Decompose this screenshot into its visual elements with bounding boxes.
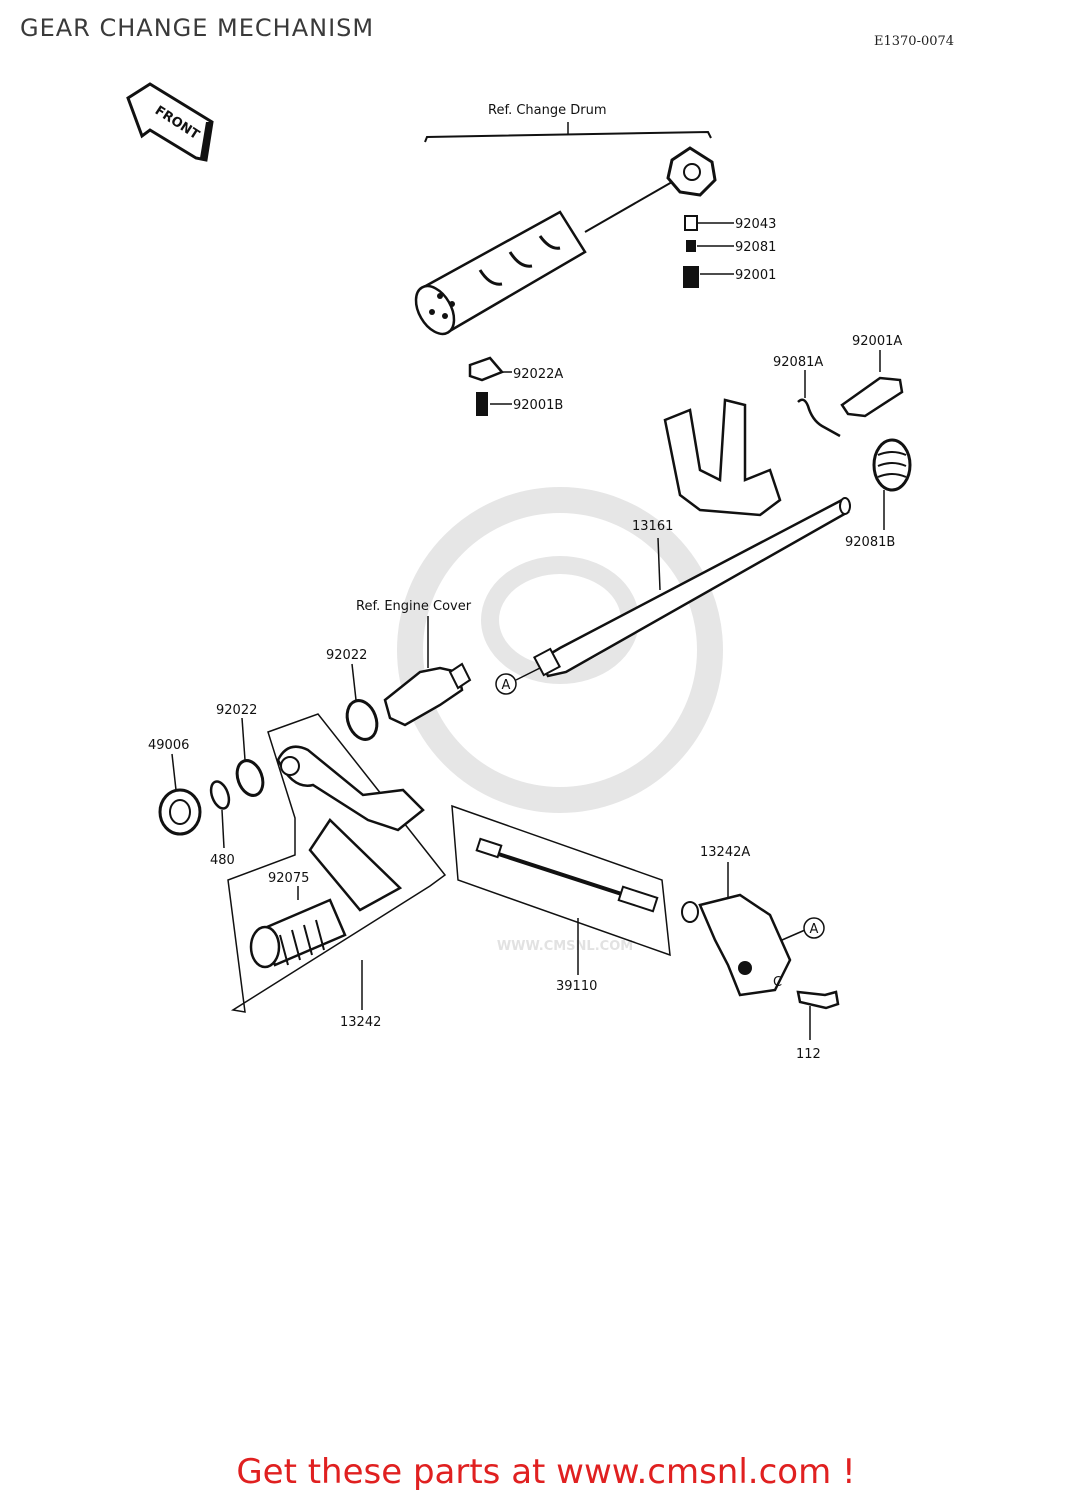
part-92081: 92081: [735, 240, 776, 255]
page-title: GEAR CHANGE MECHANISM: [20, 14, 375, 42]
shift-pedal-group: 92075 13242 92022 49006 480: [148, 703, 447, 1030]
change-drum: [414, 146, 717, 336]
callout-a-right: A: [810, 922, 819, 937]
part-92001B: 92001B: [513, 398, 563, 413]
part-92001A: 92001A: [852, 334, 902, 349]
exploded-parts-diagram: WWW.CMSNL.COM FRONT Ref. Change Drum: [126, 82, 912, 1062]
part-13161: 13161: [632, 519, 673, 534]
tie-rod-assembly: 39110: [451, 804, 671, 994]
ref-change-drum-label: Ref. Change Drum: [488, 103, 607, 118]
part-92081B: 92081B: [845, 535, 895, 550]
part-92081A: 92081A: [773, 355, 823, 370]
ref-engine-cover-label: Ref. Engine Cover: [356, 599, 472, 614]
change-drum-ref-bracket: Ref. Change Drum: [424, 103, 712, 143]
watermark-text: WWW.CMSNL.COM: [497, 939, 633, 954]
shift-lever-arm: 13242A C A 112: [681, 845, 840, 1062]
part-13242A: 13242A: [700, 845, 750, 860]
part-112: 112: [796, 1047, 821, 1062]
diagram-code: E1370-0074: [874, 34, 955, 49]
part-39110: 39110: [556, 979, 597, 994]
part-92075: 92075: [268, 871, 309, 886]
part-92022-upper: 92022: [326, 648, 367, 663]
part-92043: 92043: [735, 217, 776, 232]
part-92001: 92001: [735, 268, 776, 283]
pivot-bolt-assembly: Ref. Engine Cover 92022: [326, 599, 472, 741]
front-arrow-icon: FRONT: [126, 82, 214, 162]
part-92022A: 92022A: [513, 367, 563, 382]
callout-a-left: A: [502, 678, 511, 693]
shift-shaft-assembly: 13161 92081A 92001A 92081B A: [495, 334, 912, 695]
part-49006: 49006: [148, 738, 189, 753]
part-92022-lower: 92022: [216, 703, 257, 718]
footer-link-text[interactable]: Get these parts at www.cmsnl.com !: [236, 1452, 856, 1492]
part-480: 480: [210, 853, 235, 868]
drum-small-parts: 92043 92081 92001 92022A 92001B: [468, 215, 776, 416]
watermark: WWW.CMSNL.COM: [397, 487, 723, 954]
callout-c: C: [773, 975, 782, 990]
part-13242: 13242: [340, 1015, 381, 1030]
